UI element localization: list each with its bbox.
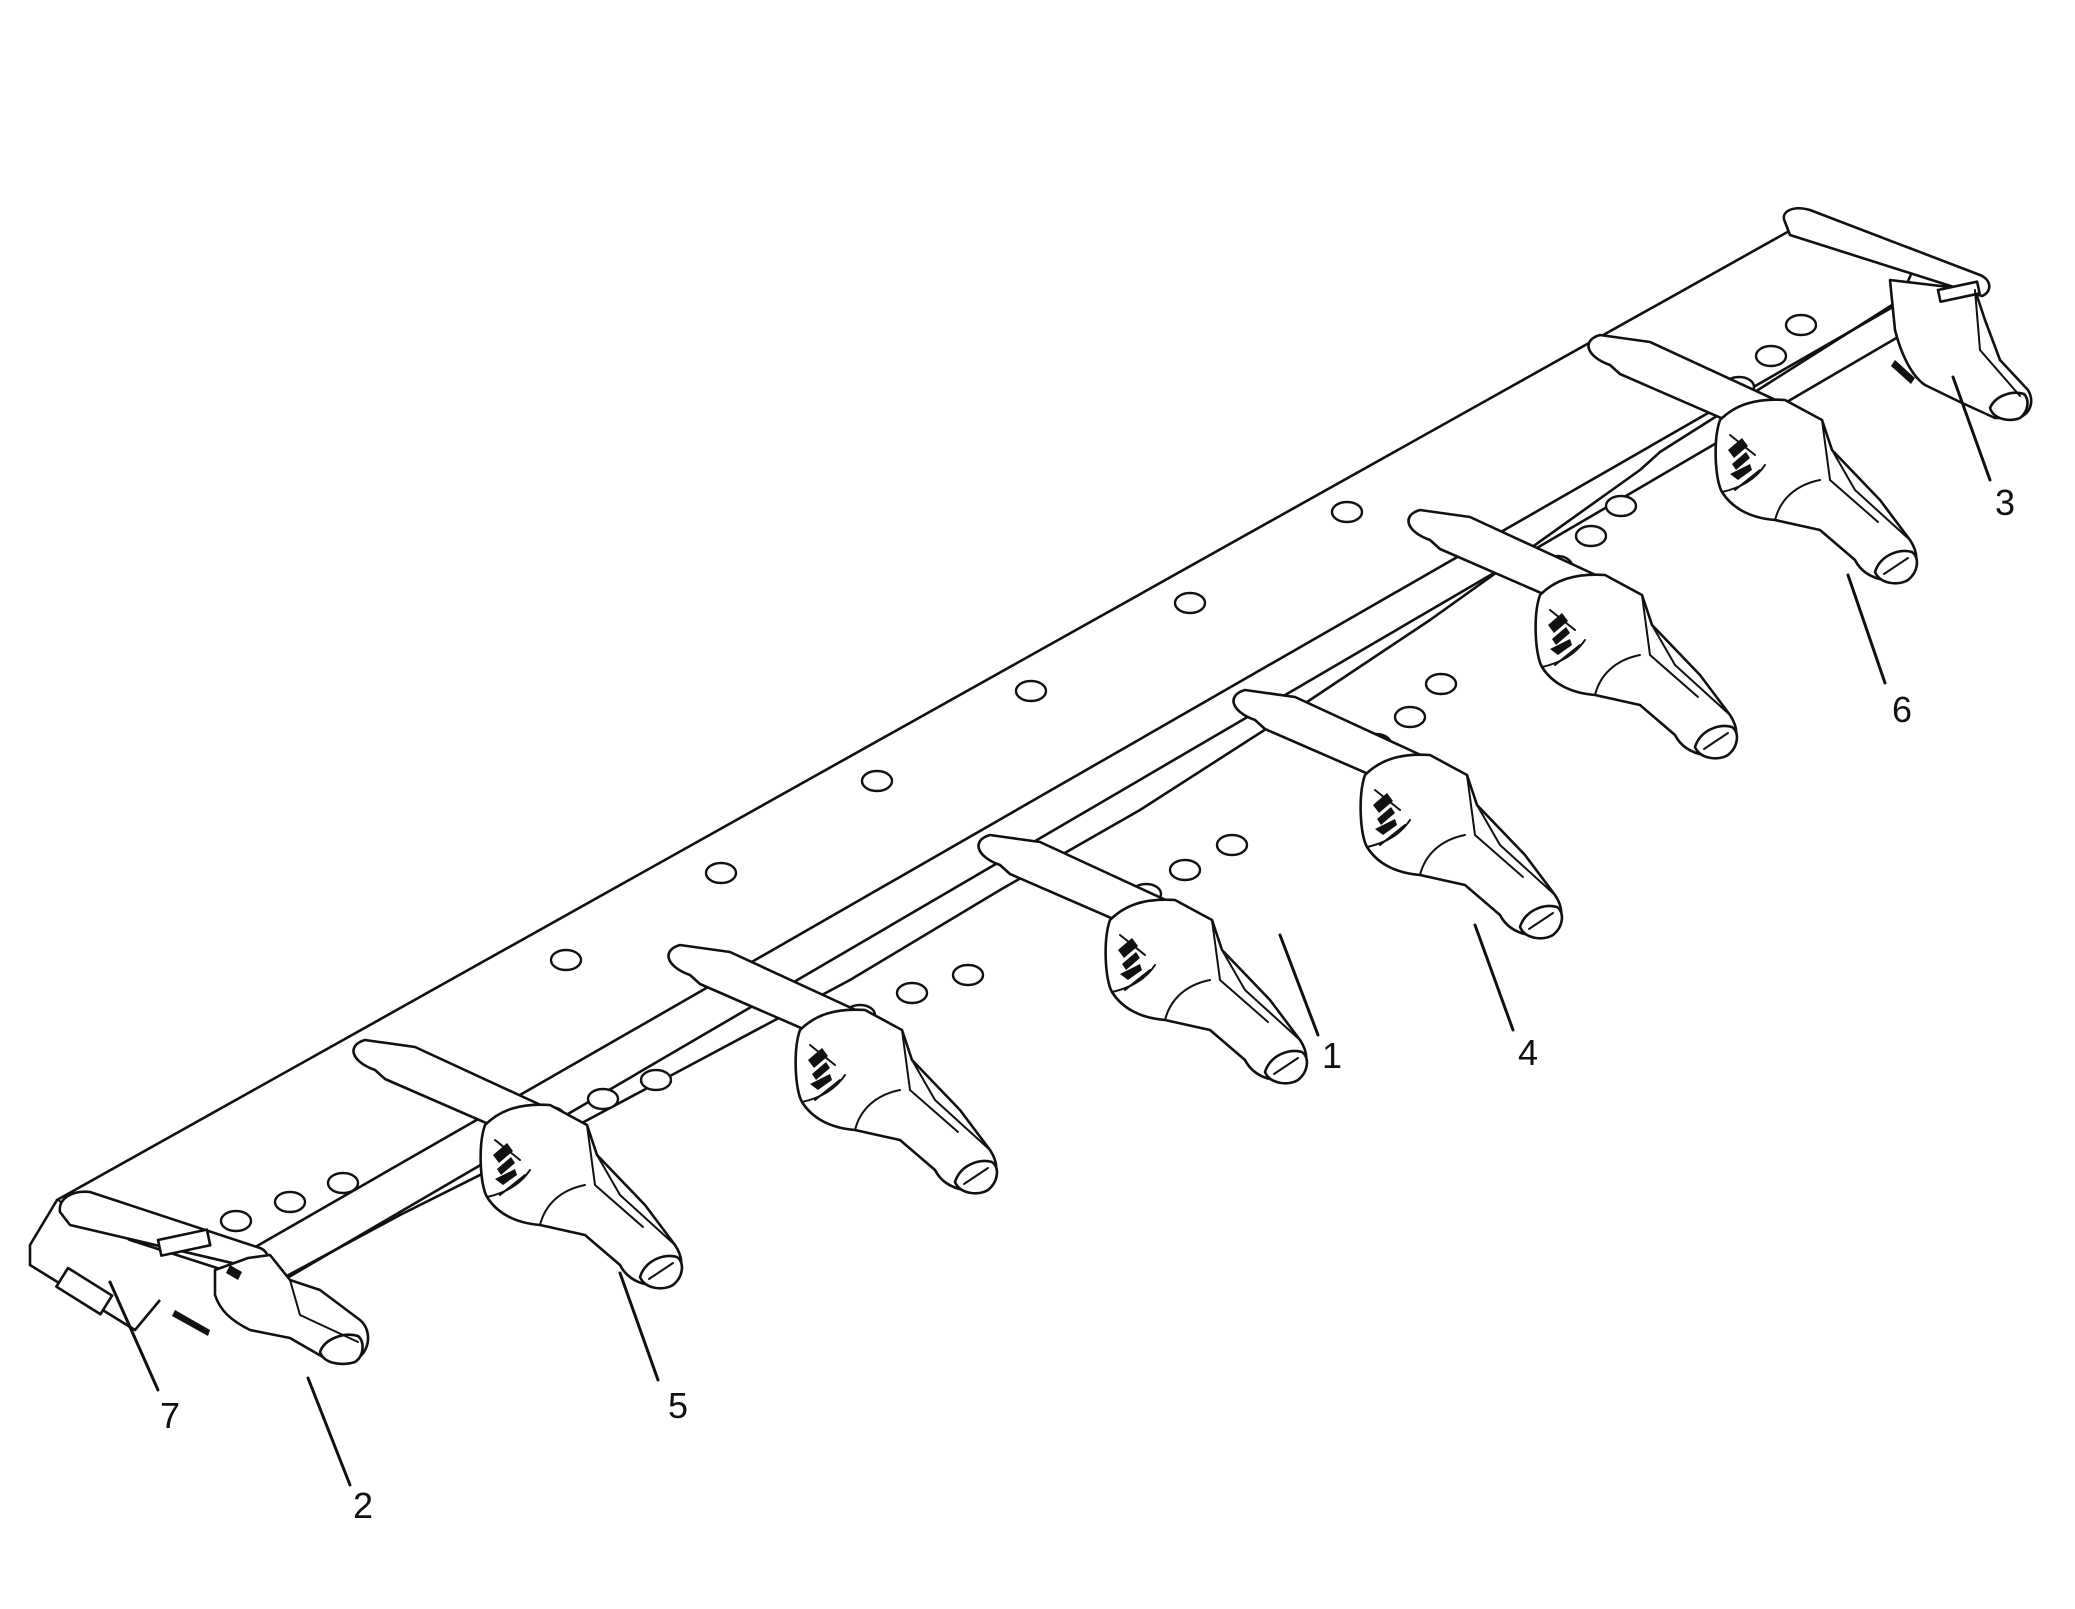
leader-2 bbox=[306, 1376, 352, 1487]
callout-4: 4 bbox=[1518, 1032, 1538, 1073]
bolt-hole bbox=[586, 1087, 620, 1111]
leader-7 bbox=[108, 1280, 160, 1392]
callout-5: 5 bbox=[668, 1385, 688, 1426]
leader-3 bbox=[1951, 375, 1992, 482]
bolt-hole bbox=[1330, 500, 1364, 524]
bolt-hole bbox=[273, 1190, 307, 1214]
bolt-hole bbox=[1754, 344, 1788, 368]
bolt-hole bbox=[1424, 672, 1458, 696]
bolt-hole bbox=[326, 1171, 360, 1195]
leader-6 bbox=[1846, 573, 1887, 685]
callout-2: 2 bbox=[353, 1485, 373, 1526]
bolt-hole bbox=[704, 861, 738, 885]
bolt-hole bbox=[549, 948, 583, 972]
bolt-hole bbox=[1168, 858, 1202, 882]
bolt-hole bbox=[1014, 679, 1048, 703]
callout-1: 1 bbox=[1322, 1035, 1342, 1076]
leader-lines bbox=[108, 375, 1992, 1487]
callout-7: 7 bbox=[160, 1395, 180, 1436]
callout-6: 6 bbox=[1892, 689, 1912, 730]
corner-adapter-left bbox=[58, 1190, 370, 1366]
bolt-hole bbox=[1393, 705, 1427, 729]
corner-adapter-right bbox=[1782, 207, 2033, 422]
teeth bbox=[58, 207, 2033, 1366]
tooth-adapter bbox=[1232, 688, 1564, 940]
callouts: 1 2 3 4 5 6 7 bbox=[160, 482, 2015, 1526]
tooth-adapter bbox=[1407, 508, 1739, 760]
bolt-hole bbox=[1604, 494, 1638, 518]
bolt-hole bbox=[1173, 591, 1207, 615]
bolt-hole bbox=[639, 1068, 673, 1092]
leader-4 bbox=[1473, 923, 1515, 1032]
bolt-hole bbox=[951, 963, 985, 987]
leader-1 bbox=[1278, 933, 1320, 1037]
bolt-hole bbox=[1784, 313, 1818, 337]
leader-5 bbox=[618, 1271, 660, 1382]
bolt-hole bbox=[1215, 833, 1249, 857]
bolt-hole bbox=[219, 1209, 253, 1233]
bolt-hole bbox=[895, 981, 929, 1005]
callout-3: 3 bbox=[1995, 482, 2015, 523]
top-bolt-holes bbox=[549, 500, 1364, 972]
bolt-hole bbox=[860, 769, 894, 793]
bolt-hole bbox=[1574, 524, 1608, 548]
tooth-adapter bbox=[977, 833, 1309, 1085]
